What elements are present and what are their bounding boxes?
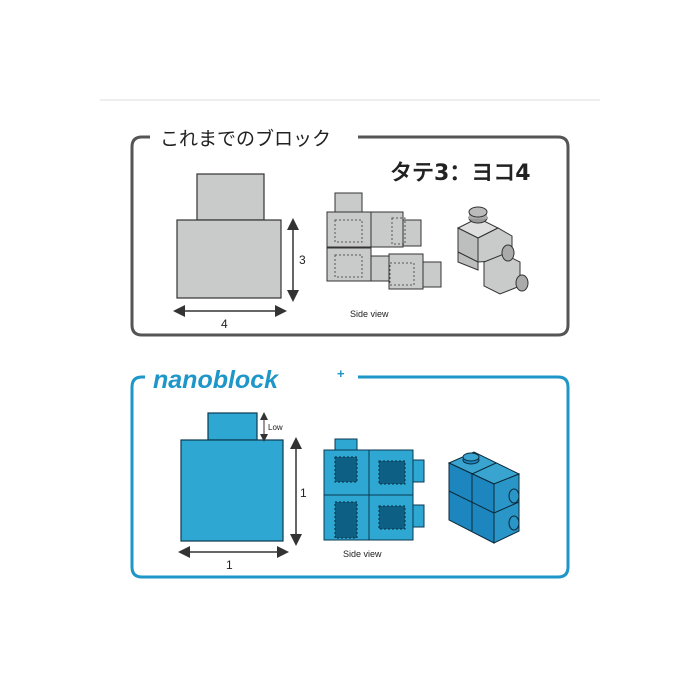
height-label: 1 [300, 486, 307, 500]
old-block-panel: これまでのブロック タテ3：ヨコ4 3 4 Side view [130, 127, 570, 337]
block-front-view [176, 173, 282, 299]
isometric-block-illustration [447, 451, 521, 544]
svg-text:+: + [337, 366, 345, 381]
panel-frame [130, 135, 570, 337]
height-label: 3 [299, 253, 306, 267]
width-label: 1 [226, 558, 233, 572]
width-label: 4 [221, 317, 228, 331]
panel-frame [130, 375, 570, 579]
panel-title: これまでのブロック [160, 127, 331, 150]
side-view-label: Side view [350, 309, 389, 319]
side-view-illustration [326, 192, 442, 290]
side-view-label: Side view [343, 549, 382, 559]
svg-text:nanoblock: nanoblock [153, 366, 279, 394]
nanoblock-logo: nanoblock + [153, 366, 345, 394]
ratio-label: タテ3：ヨコ4 [390, 161, 531, 186]
block-front-view [180, 412, 284, 542]
isometric-block-illustration [456, 206, 529, 295]
side-view-illustration [323, 438, 425, 541]
low-label: Low [268, 423, 283, 432]
nanoblock-panel: nanoblock + Low 1 1 Sid [130, 366, 570, 579]
